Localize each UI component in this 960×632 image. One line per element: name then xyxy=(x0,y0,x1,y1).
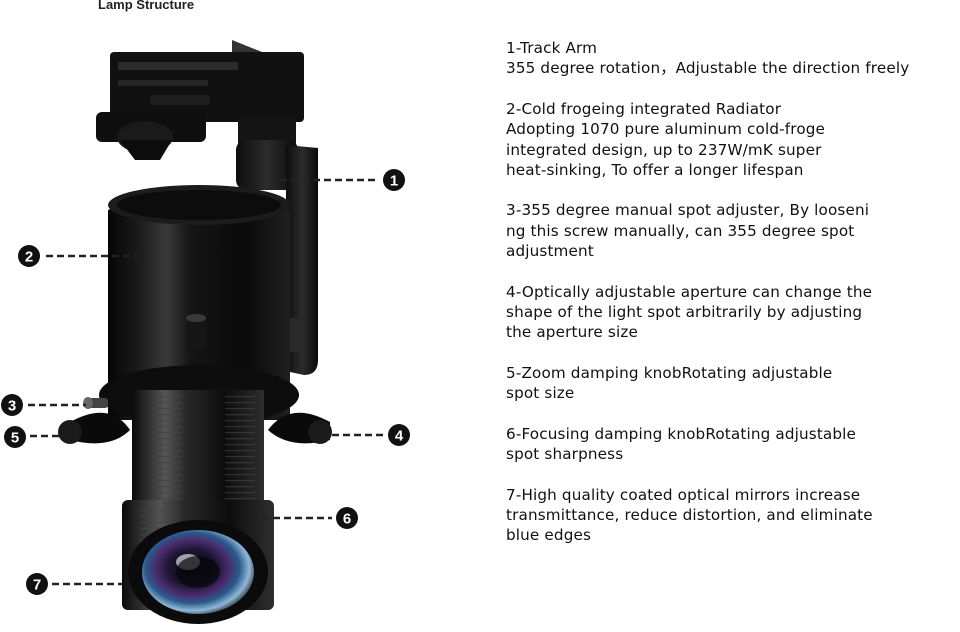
feature-1: 1-Track Arm 355 degree rotation，Adjustab… xyxy=(506,38,960,79)
feature-7-text: 7-High quality coated optical mirrors in… xyxy=(506,485,861,504)
feature-3-text: 3-355 degree manual spot adjuster, By lo… xyxy=(506,201,870,220)
callout-1: 1 xyxy=(383,169,405,191)
feature-5: 5-Zoom damping knobRotating adjustable s… xyxy=(506,363,960,404)
feature-7-text: blue edges xyxy=(506,526,592,545)
svg-text:7: 7 xyxy=(33,577,41,594)
optical-lens xyxy=(128,520,268,624)
svg-text:5: 5 xyxy=(11,430,19,447)
feature-7: 7-High quality coated optical mirrors in… xyxy=(506,485,960,546)
svg-text:4: 4 xyxy=(395,428,404,445)
feature-2-title: 2-Cold frogeing integrated Radiator xyxy=(506,99,782,118)
spot-adjuster-screw xyxy=(186,314,206,348)
callout-4: 4 xyxy=(388,424,410,446)
diagram-title: Lamp Structure xyxy=(98,0,195,12)
feature-4: 4-Optically adjustable aperture can chan… xyxy=(506,282,960,343)
track-adapter xyxy=(96,40,304,190)
callout-5: 5 xyxy=(4,426,26,448)
feature-2-text: integrated design, up to 237W/mK super xyxy=(506,140,822,159)
radiator-body xyxy=(108,185,290,420)
feature-4-text: shape of the light spot arbitrarily by a… xyxy=(506,303,863,322)
callout-3: 3 xyxy=(1,394,23,416)
feature-1-text: 355 degree rotation，Adjustable the direc… xyxy=(506,59,910,78)
feature-descriptions: 1-Track Arm 355 degree rotation，Adjustab… xyxy=(506,38,960,546)
feature-2-text: Adopting 1070 pure aluminum cold-froge xyxy=(506,120,826,139)
feature-6-text: spot sharpness xyxy=(506,445,624,464)
feature-4-text: 4-Optically adjustable aperture can chan… xyxy=(506,282,873,301)
feature-1-title: 1-Track Arm xyxy=(506,39,598,57)
feature-5-text: spot size xyxy=(506,384,575,403)
feature-5-text: 5-Zoom damping knobRotating adjustable xyxy=(506,363,833,382)
feature-3-text: ng this screw manually, can 355 degree s… xyxy=(506,221,855,240)
feature-4-text: the aperture size xyxy=(506,323,638,342)
svg-text:6: 6 xyxy=(343,511,351,528)
feature-2-text: heat-sinking, To offer a longer lifespan xyxy=(506,161,804,180)
svg-text:1: 1 xyxy=(390,173,398,190)
feature-3-text: adjustment xyxy=(506,242,594,261)
callout-6: 6 xyxy=(336,507,358,529)
feature-7-text: transmittance, reduce distortion, and el… xyxy=(506,505,873,524)
lamp-illustration: 1 2 3 4 5 6 7 xyxy=(1,40,410,624)
feature-2: 2-Cold frogeing integrated Radiator Adop… xyxy=(506,99,960,181)
feature-6-text: 6-Focusing damping knobRotating adjustab… xyxy=(506,424,857,443)
callout-7: 7 xyxy=(26,573,48,595)
callout-2: 2 xyxy=(18,245,40,267)
feature-3: 3-355 degree manual spot adjuster, By lo… xyxy=(506,200,960,261)
feature-6: 6-Focusing damping knobRotating adjustab… xyxy=(506,424,960,465)
svg-text:2: 2 xyxy=(25,249,33,266)
svg-text:3: 3 xyxy=(8,398,16,415)
track-arm xyxy=(286,145,318,375)
